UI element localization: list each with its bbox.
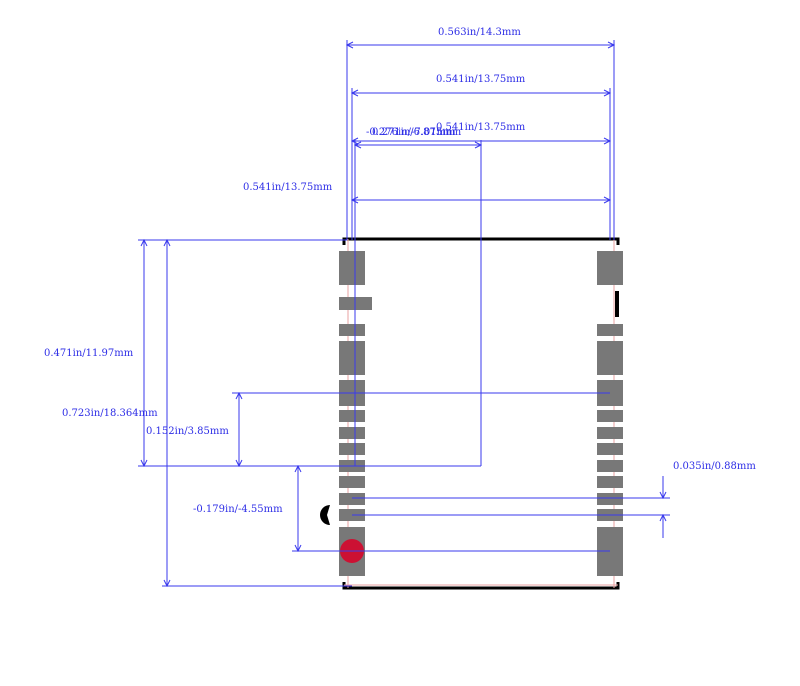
pad bbox=[597, 410, 623, 422]
pad bbox=[597, 493, 623, 505]
pad bbox=[339, 410, 365, 422]
dim-offset-overlap: -0.276in/-7.01mm bbox=[366, 127, 456, 138]
top-dimensions bbox=[345, 40, 616, 466]
pad bbox=[597, 476, 623, 488]
pad bbox=[339, 493, 365, 505]
dim-height-total: 0.723in/18.364mm bbox=[62, 408, 158, 419]
pad bbox=[597, 443, 623, 455]
dim-width-pads: 0.541in/13.75mm bbox=[436, 74, 526, 85]
dim-height-small: 0.152in/3.85mm bbox=[146, 426, 229, 437]
orientation-notch-icon bbox=[320, 505, 330, 525]
right-pad-column bbox=[597, 251, 623, 576]
pad bbox=[597, 251, 623, 285]
pad bbox=[339, 324, 365, 336]
dim-offset-overlap-2: 0.271in/6.875mm bbox=[372, 127, 462, 138]
left-dimensions bbox=[138, 238, 610, 588]
pad bbox=[339, 476, 365, 488]
dim-width-total: 0.563in/14.3mm bbox=[438, 27, 521, 38]
pad bbox=[339, 443, 365, 455]
dim-width-pads-left: 0.541in/13.75mm bbox=[243, 182, 333, 193]
pad bbox=[597, 427, 623, 439]
right-dimensions bbox=[352, 476, 670, 538]
pad bbox=[597, 460, 623, 472]
dim-height-neg: -0.179in/-4.55mm bbox=[193, 504, 283, 515]
pad bbox=[597, 324, 623, 336]
pad bbox=[597, 341, 623, 375]
pad bbox=[339, 251, 365, 285]
dim-width-pads-2: 0.541in/13.75mm bbox=[436, 122, 526, 133]
pad bbox=[339, 341, 365, 375]
pad bbox=[339, 427, 365, 439]
pad bbox=[615, 291, 619, 317]
dim-pitch: 0.035in/0.88mm bbox=[673, 461, 756, 472]
dim-height-body: 0.471in/11.97mm bbox=[44, 348, 134, 359]
